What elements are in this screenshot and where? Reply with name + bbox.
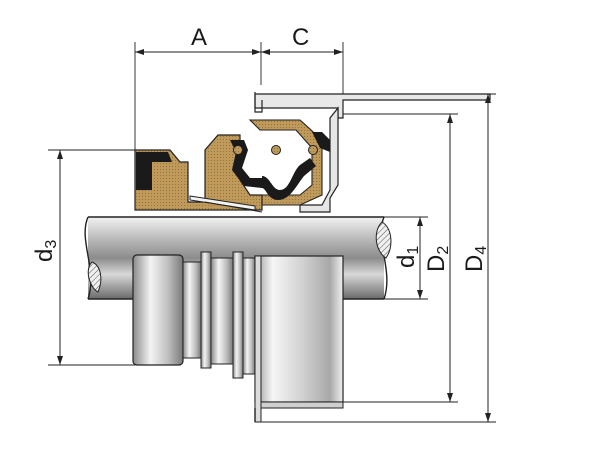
label-d2: D2 [423,246,452,272]
label-d1: d1 [393,246,422,268]
dimension-d3: d3 [31,149,135,366]
shaft-break-icon [87,261,102,293]
arrowhead-icon [417,217,423,226]
dimension-d1: d1 [384,216,428,300]
seal-cross-section [134,92,491,213]
dimension-d4: D4 [255,93,496,423]
label-c: C [292,24,309,51]
arrowhead-icon [447,393,453,402]
arrowhead-icon [417,290,423,299]
arrowhead-icon [334,49,343,55]
dimension-d2: D2 [343,113,458,403]
label-d3: d3 [31,240,60,262]
arrowhead-icon [135,49,144,55]
dimension-a-c: A C [134,24,344,150]
arrowhead-icon [485,413,491,422]
shaft-break-icon [375,221,392,259]
label-a: A [191,24,207,51]
arrowhead-icon [57,356,63,365]
arrowhead-icon [447,114,453,123]
label-d4: D4 [461,246,490,272]
arrowhead-icon [261,49,270,55]
stationary-seat [254,255,344,423]
rotating-head [132,251,256,379]
arrowhead-icon [485,94,491,103]
arrowhead-icon [252,49,261,55]
arrowhead-icon [57,150,63,159]
